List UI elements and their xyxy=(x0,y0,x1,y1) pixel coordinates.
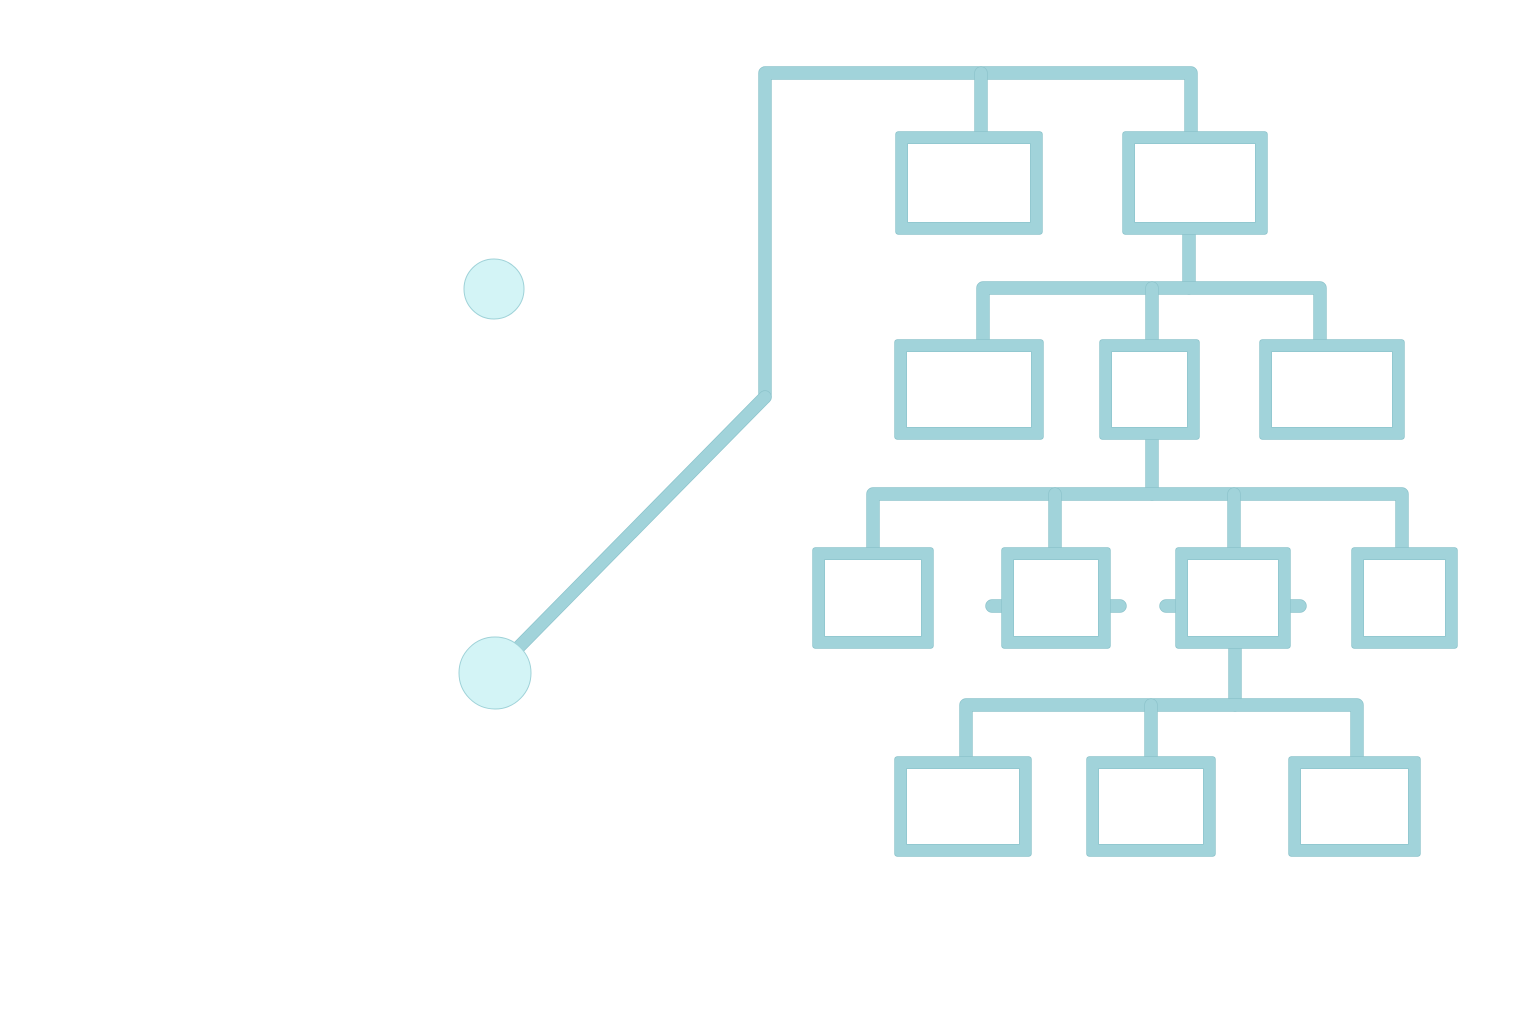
level-3-bus-connector xyxy=(867,488,1408,560)
tree-box-interior xyxy=(1135,144,1255,222)
tree-box xyxy=(894,756,1032,857)
level-4-bus-connector xyxy=(960,699,1363,769)
link-path xyxy=(491,308,772,665)
tree-box-interior xyxy=(907,769,1019,844)
tree-box xyxy=(894,339,1044,440)
tree-box xyxy=(1288,756,1421,857)
tree-box xyxy=(1122,131,1268,235)
tree-box xyxy=(812,547,934,649)
tree-box-interior xyxy=(1014,560,1098,636)
tree-box xyxy=(1351,547,1458,649)
tree-box-interior xyxy=(908,144,1030,222)
tree-box-interior xyxy=(1112,352,1187,427)
diagonal-route-connector xyxy=(502,391,771,664)
link-nodes xyxy=(458,258,532,710)
tree-box-interior xyxy=(1272,352,1392,427)
tree-box xyxy=(1259,339,1405,440)
bottom-node-circle xyxy=(458,636,532,710)
tree-box-interior xyxy=(1364,560,1445,636)
tree-box xyxy=(895,131,1043,235)
tree-box-interior xyxy=(1099,769,1203,844)
tree-box xyxy=(1175,547,1291,649)
tree-box xyxy=(1001,547,1111,649)
top-node-circle xyxy=(463,258,525,320)
tree-box-interior xyxy=(1188,560,1278,636)
tree-box-interior xyxy=(825,560,921,636)
tree-boxes xyxy=(812,131,1458,857)
tree-box xyxy=(1086,756,1216,857)
tree-box-interior xyxy=(907,352,1031,427)
tree-box-interior xyxy=(1301,769,1408,844)
level-3-bus-connector-outline xyxy=(866,487,1409,561)
tree-box xyxy=(1099,339,1200,440)
level-4-bus-connector-outline xyxy=(959,698,1364,770)
